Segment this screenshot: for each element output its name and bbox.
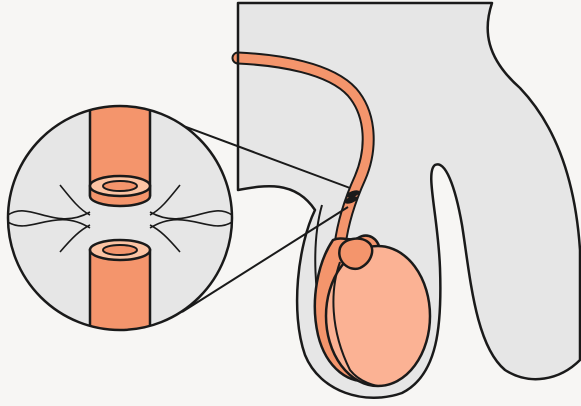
epididymis-head [339, 239, 372, 269]
testis [326, 246, 430, 386]
inset-duct-lower [90, 250, 150, 340]
zoom-inset [8, 100, 232, 340]
inset-duct-upper-end [90, 176, 150, 206]
inset-duct-lower-end [90, 240, 150, 260]
